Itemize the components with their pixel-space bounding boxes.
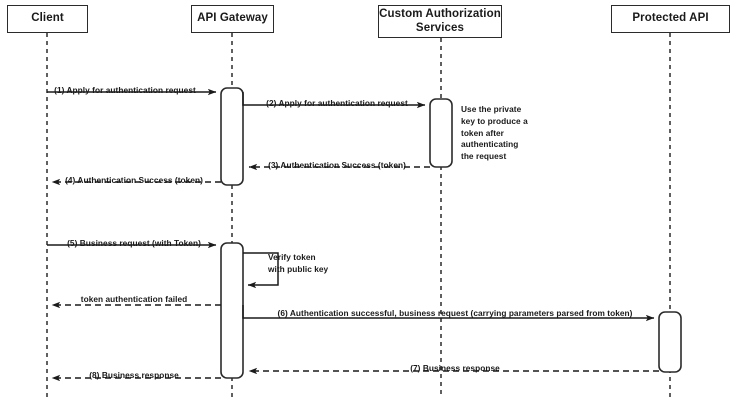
activation-auth-1 xyxy=(429,98,453,168)
participant-label-protected-api: Protected API xyxy=(632,12,709,25)
message-label-7: (7) Business response xyxy=(410,363,500,373)
message-label-token-authentication-failed: token authentication failed xyxy=(80,294,188,304)
activation-api-1 xyxy=(658,311,682,373)
message-label-5: (5) Business request (with Token) xyxy=(67,238,201,248)
activation-bars xyxy=(220,87,682,379)
arrow-msg-2 xyxy=(242,92,426,109)
message-label-6: (6) Authentication successful, business … xyxy=(277,308,633,318)
message-label-1: (1) Apply for authentication request xyxy=(54,85,196,95)
message-label-self-verify-token: Verify token with public key xyxy=(268,252,329,274)
activation-gateway-2 xyxy=(220,242,244,379)
activation-gateway-1 xyxy=(220,87,244,186)
participant-label-client: Client xyxy=(31,12,64,25)
participant-box-custom-authorization-services[interactable]: Custom Authorization Services xyxy=(378,5,502,38)
message-label-3: (3) Authentication Success (token) xyxy=(268,160,406,170)
message-label-2: (2) Apply for authentication request xyxy=(266,98,408,108)
note-authorization-private-key: Use the private key to produce a token a… xyxy=(461,104,528,162)
message-arrows xyxy=(47,88,659,382)
participant-box-api-gateway[interactable]: API Gateway xyxy=(191,5,274,33)
message-label-8: (8) Business response xyxy=(89,370,179,380)
participant-box-protected-api[interactable]: Protected API xyxy=(611,5,730,33)
arrow-msg-6 xyxy=(242,305,655,322)
participant-box-client[interactable]: Client xyxy=(7,5,88,33)
participant-label-custom-authorization-services: Custom Authorization Services xyxy=(379,7,501,34)
arrow-msg-self-verify xyxy=(243,252,279,289)
message-label-4: (4) Authentication Success (token) xyxy=(65,175,203,185)
participant-label-api-gateway: API Gateway xyxy=(197,12,268,25)
